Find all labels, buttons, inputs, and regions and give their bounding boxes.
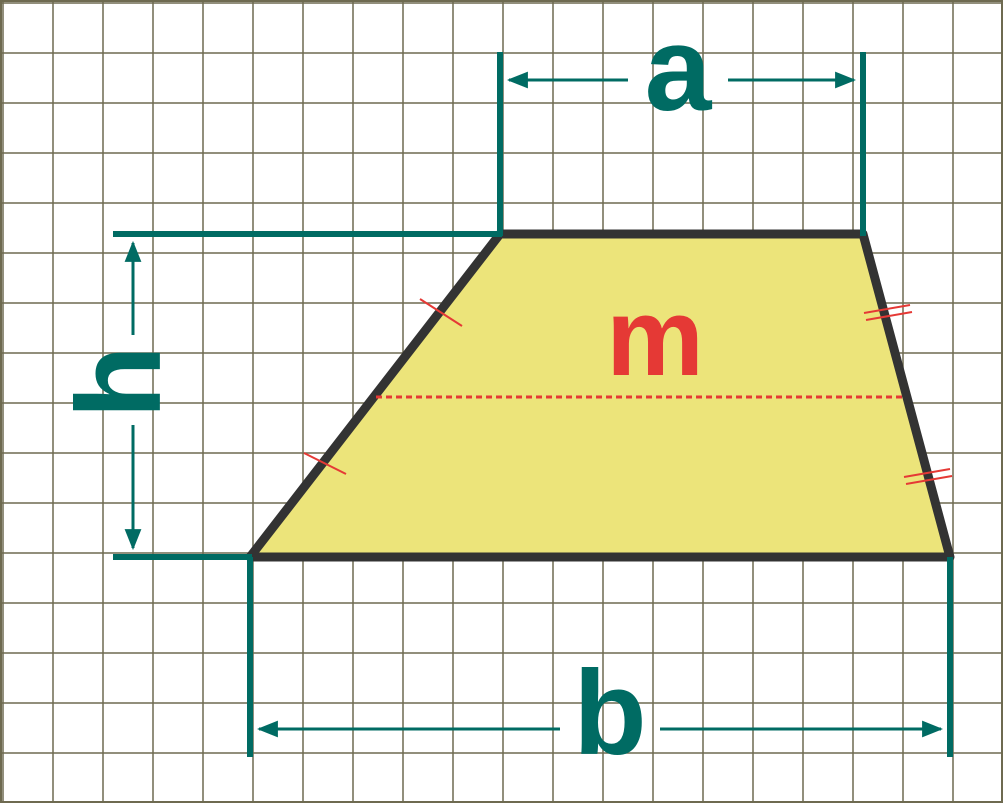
label-a: a xyxy=(645,2,713,136)
left-leg-tick-lower xyxy=(303,452,347,475)
right-leg-double-tick-upper xyxy=(863,304,913,321)
right-leg-double-tick-lower xyxy=(903,468,953,485)
label-b: b xyxy=(573,646,646,780)
label-h: h xyxy=(52,345,186,418)
left-leg-tick-upper xyxy=(419,298,463,327)
label-m: m xyxy=(606,276,704,399)
